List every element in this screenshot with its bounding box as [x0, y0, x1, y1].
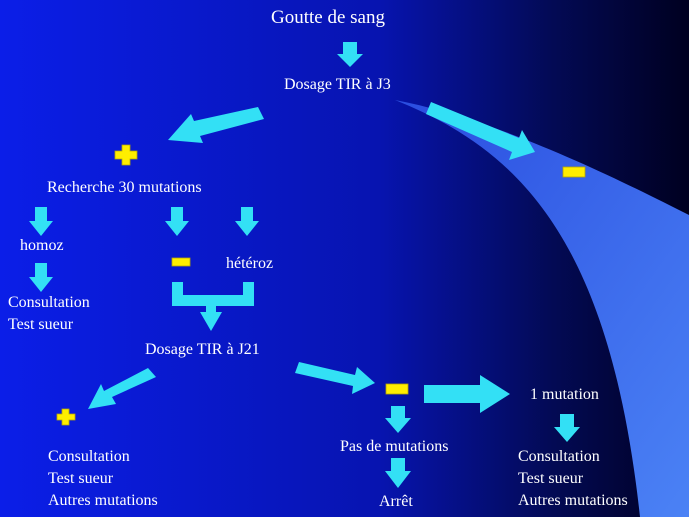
background-swoosh	[395, 100, 689, 517]
arrow-down-consult-left	[29, 263, 53, 292]
node-recherche-mutations: Recherche 30 mutations	[47, 179, 202, 196]
node-consult-left-line-1: Consultation	[8, 294, 90, 311]
node-pas-de-mutations: Pas de mutations	[340, 438, 449, 455]
node-consult-bottom-left-line-2: Test sueur	[48, 470, 114, 487]
node-dosage-j3: Dosage TIR à J3	[284, 76, 391, 93]
arrow-down-heteroz	[235, 207, 259, 236]
arrow-right-negative	[426, 102, 535, 160]
arrow-down-arret	[385, 458, 411, 488]
arrow-down-consult-right	[554, 414, 580, 442]
node-title: Goutte de sang	[271, 7, 385, 28]
arrow-down-minus	[165, 207, 189, 236]
node-dosage-j21: Dosage TIR à J21	[145, 341, 260, 358]
plus-sign-icon	[56, 408, 76, 426]
node-arret: Arrêt	[379, 493, 413, 510]
minus-sign-icon	[171, 257, 191, 267]
arrow-right-one-mutation	[424, 375, 510, 413]
arrow-down-homoz	[29, 207, 53, 236]
node-heteroz: hétéroz	[226, 255, 274, 272]
node-consult-bottom-left-line-3: Autres mutations	[48, 492, 158, 509]
bracket-arrow-join	[172, 282, 254, 331]
node-consult-bottom-left-line-1: Consultation	[48, 448, 130, 465]
node-consult-bottom-right-line-1: Consultation	[518, 448, 600, 465]
node-une-mutation: 1 mutation	[530, 386, 599, 403]
minus-sign-icon	[562, 166, 586, 178]
arrow-left-bottom-positive	[88, 368, 156, 409]
node-consult-left-line-2: Test sueur	[8, 316, 74, 333]
plus-sign-icon	[114, 144, 138, 166]
arrow-down-pas-mutations	[385, 406, 411, 433]
node-homoz: homoz	[20, 237, 64, 254]
node-consult-bottom-right-line-3: Autres mutations	[518, 492, 628, 509]
arrow-left-positive	[168, 107, 264, 143]
arrow-down-title	[337, 42, 363, 67]
minus-sign-icon	[385, 383, 409, 395]
arrow-right-bottom-negative	[295, 362, 375, 394]
node-consult-bottom-right-line-2: Test sueur	[518, 470, 584, 487]
